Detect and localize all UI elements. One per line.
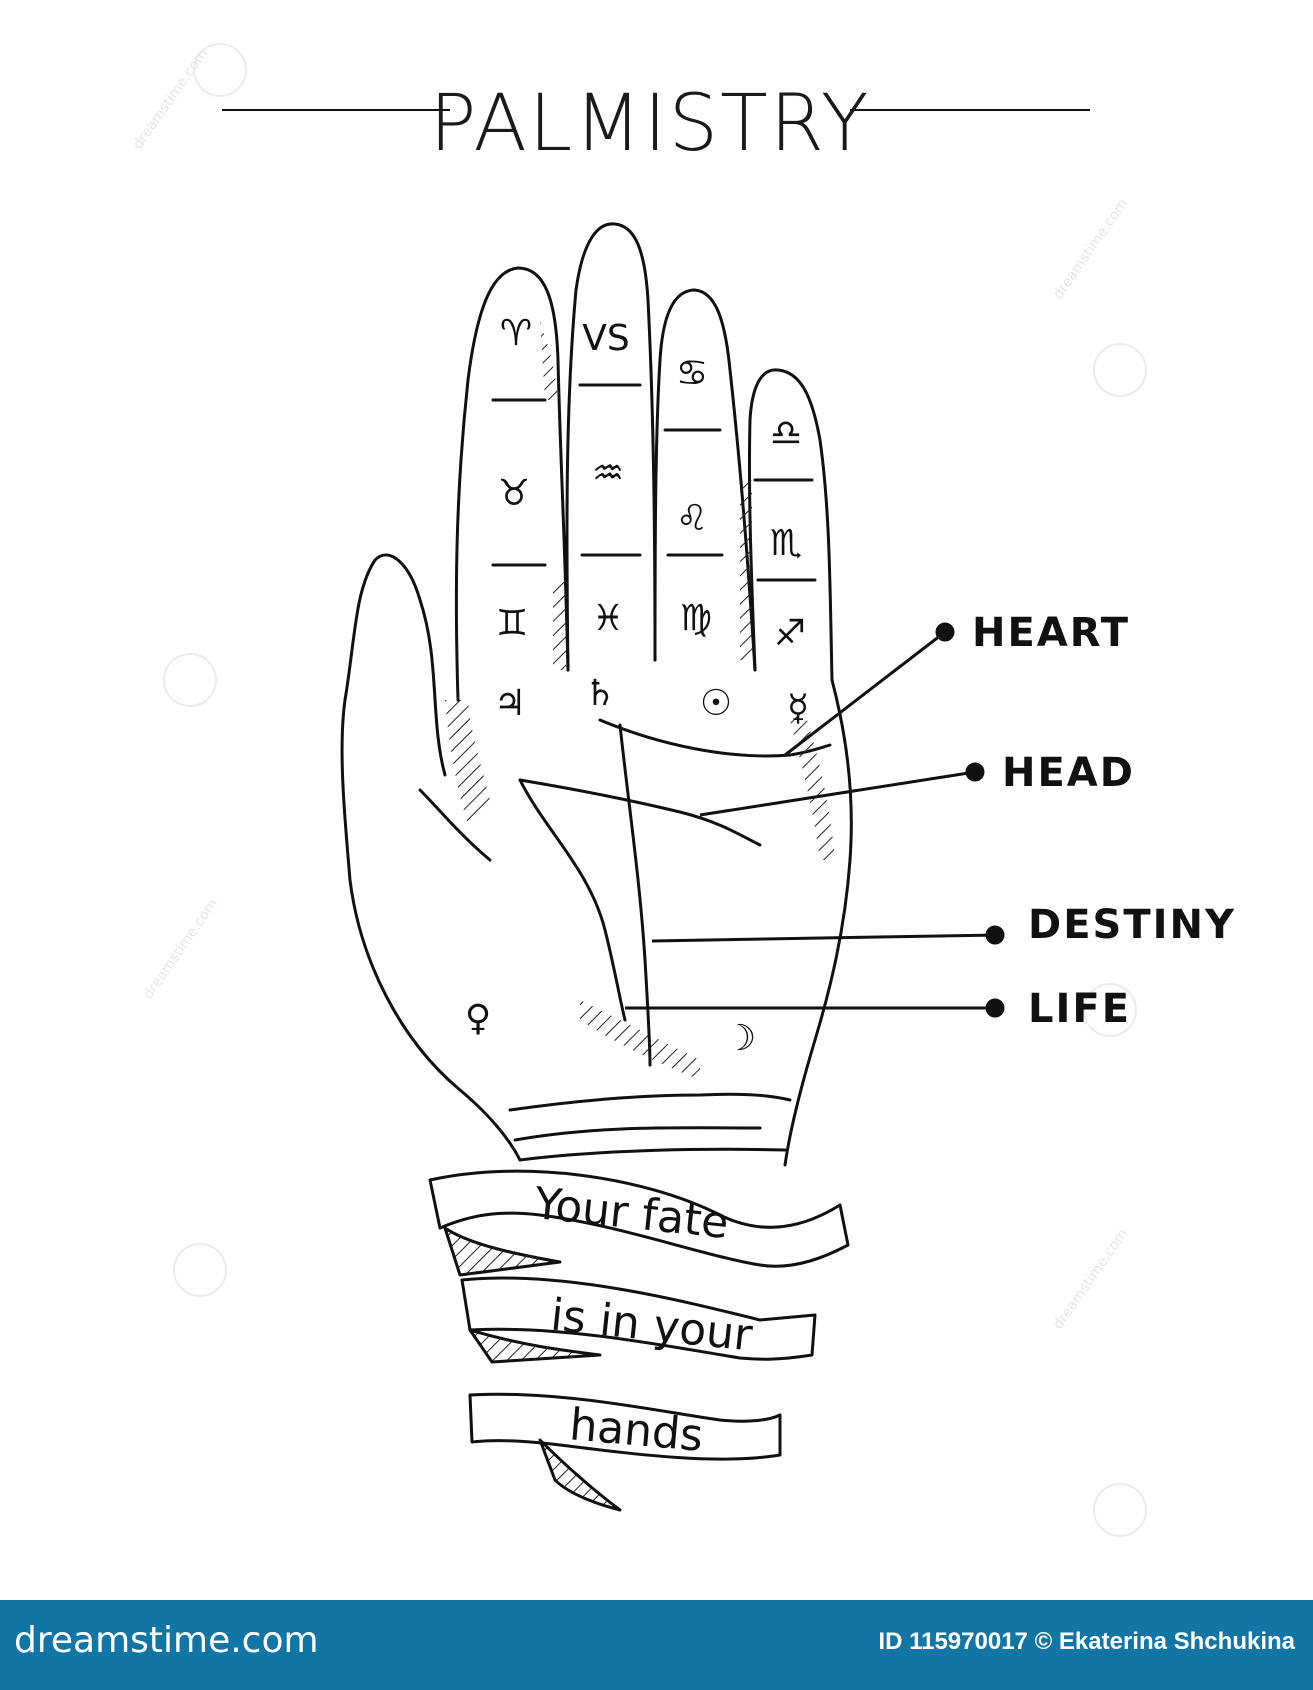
heart-callout-dot (935, 622, 955, 642)
head-label: HEAD (1002, 750, 1135, 796)
head-line (518, 778, 762, 847)
heart-label: HEART (972, 610, 1130, 656)
watermark-text: dreamstime.com (140, 896, 221, 1002)
jupiter-symbol: ♃ (494, 683, 526, 724)
aries-symbol: ♈ (500, 313, 532, 354)
head-callout-dot (965, 762, 985, 782)
hand-shading (445, 320, 835, 1080)
cancer-symbol: ♋ (676, 353, 708, 394)
venus-symbol: ♀ (465, 998, 491, 1039)
sagittarius-symbol: ♐ (774, 613, 806, 654)
saturn-symbol: ♄ (584, 673, 616, 714)
ribbon-line-1: Your fate (531, 1178, 731, 1249)
virgo-symbol: ♍ (680, 598, 712, 639)
destiny-callout-dot (985, 925, 1005, 945)
taurus-symbol: ♉ (498, 473, 530, 514)
leo-symbol: ♌ (676, 498, 708, 539)
destiny-label: DESTINY (1028, 902, 1236, 948)
finger-zodiac-symbols: ♈ ♉ ♊ VS ♒ ♓ ♋ ♌ ♍ ♎ ♏ ♐ (496, 313, 806, 654)
gemini-symbol: ♊ (496, 603, 528, 644)
moon-symbol: ☽ (724, 1018, 756, 1059)
ribbon-line-2: is in your (548, 1290, 755, 1362)
ribbon-line-3: hands (567, 1399, 705, 1461)
capricorn-symbol: VS (582, 318, 629, 359)
palm-planet-symbols: ♃ ♄ ☉ ☿ ♀ ☽ (465, 673, 809, 1059)
life-callout-dot (985, 998, 1005, 1018)
life-line (518, 778, 627, 1022)
mercury-symbol: ☿ (787, 688, 809, 729)
footer-bar: dreamstime.com ID 115970017 © Ekaterina … (0, 1600, 1313, 1690)
footer-credit: ID 115970017 © Ekaterina Shchukina (878, 1628, 1295, 1655)
sun-symbol: ☉ (700, 683, 732, 724)
watermark-text: dreamstime.com (1050, 1226, 1131, 1332)
life-label: LIFE (1028, 986, 1131, 1032)
watermark-text: dreamstime.com (130, 46, 211, 152)
pisces-symbol: ♓ (592, 598, 624, 639)
scorpio-symbol: ♏ (770, 523, 802, 564)
aquarius-symbol: ♒ (592, 453, 624, 494)
heart-line (598, 718, 832, 758)
callouts (625, 622, 1005, 1018)
libra-symbol: ♎ (770, 413, 802, 454)
palmistry-illustration: dreamstime.com dreamstime.com dreamstime… (130, 43, 1236, 1537)
footer-brand[interactable]: dreamstime.com (14, 1620, 319, 1661)
watermark-text: dreamstime.com (1050, 196, 1131, 302)
page-title: PALMISTRY (429, 79, 870, 169)
ribbon-banner (428, 1169, 850, 1512)
